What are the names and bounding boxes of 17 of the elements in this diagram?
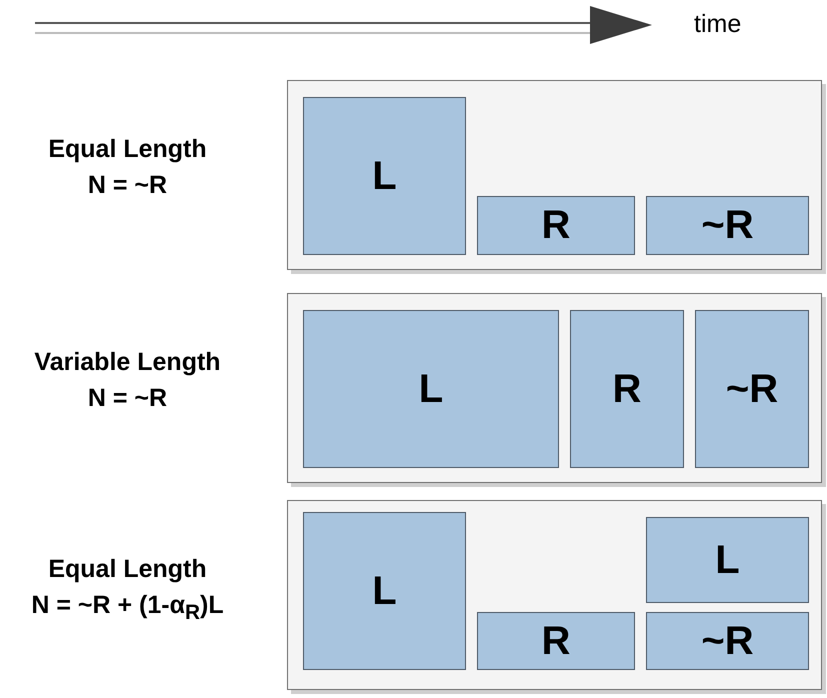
axis-label: time: [694, 10, 742, 39]
segment-block: ~R: [695, 310, 809, 468]
scenario-label: N = ~R: [86, 170, 168, 201]
scenario-label: Equal Length: [47, 554, 208, 585]
segment-block: R: [477, 196, 635, 255]
segment-block: ~R: [646, 612, 809, 670]
segment-block: R: [477, 612, 635, 670]
segment-block: L: [303, 310, 559, 468]
segment-block: ~R: [646, 196, 809, 255]
scenario-label: Equal Length: [47, 134, 208, 165]
scenario-label: N = ~R: [86, 383, 168, 414]
segment-block: L: [303, 97, 466, 255]
scenario-label: N = ~R + (1-α$_{R}$)L: [30, 590, 225, 626]
scenario-label: Variable Length: [33, 347, 222, 378]
segment-block: R: [570, 310, 684, 468]
segment-block: L: [303, 512, 466, 670]
segment-block: L: [646, 517, 809, 603]
